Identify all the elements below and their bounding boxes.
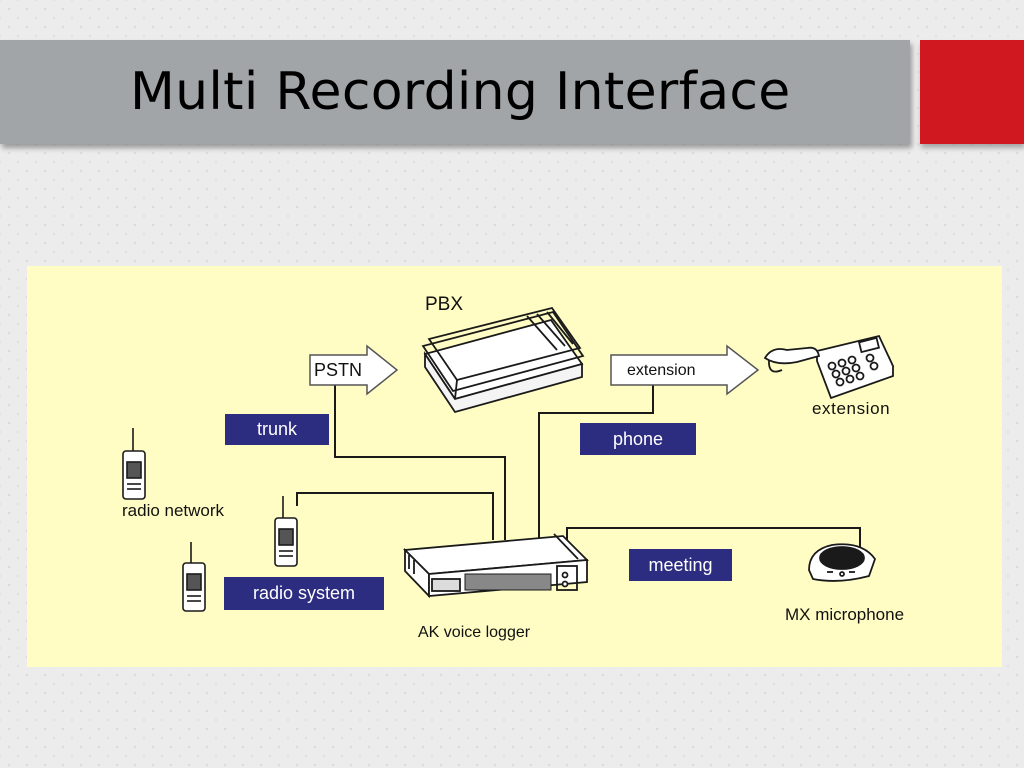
desk-phone-icon <box>763 334 895 400</box>
connection-lines <box>296 382 861 550</box>
walkie-talkie-icon <box>182 542 206 612</box>
slide-title: Multi Recording Interface <box>130 62 791 122</box>
mx-microphone-label: MX microphone <box>785 605 905 624</box>
extension-phone-label: extension <box>812 399 891 418</box>
phone-badge: phone <box>580 423 696 455</box>
walkie-talkie-icon <box>274 496 298 567</box>
pstn-label: PSTN <box>314 360 363 380</box>
extension-arrow-label: extension <box>627 362 696 379</box>
radio-system-badge: radio system <box>224 577 384 610</box>
extension-arrow-icon <box>610 344 760 396</box>
radio-to-logger-line <box>296 492 494 540</box>
trunk-badge: trunk <box>225 414 329 445</box>
phone-to-logger-line <box>538 382 654 547</box>
pstn-arrow-icon <box>309 344 399 396</box>
diagram-canvas <box>122 306 895 612</box>
diagram-panel: PBX PSTN extension extension radio netwo… <box>27 266 1002 667</box>
pbx-icon <box>421 306 585 414</box>
walkie-talkie-icon <box>122 428 146 500</box>
voice-logger-icon <box>403 533 589 599</box>
meeting-badge: meeting <box>629 549 732 581</box>
title-bar <box>0 40 910 144</box>
pbx-label: PBX <box>425 294 464 315</box>
meeting-to-logger-line <box>566 527 861 550</box>
logger-label: AK voice logger <box>418 624 531 641</box>
conference-microphone-icon <box>808 543 877 582</box>
pstn-to-logger-line <box>334 383 506 540</box>
radio-network-label: radio network <box>122 501 225 520</box>
red-accent-block <box>920 40 1024 144</box>
